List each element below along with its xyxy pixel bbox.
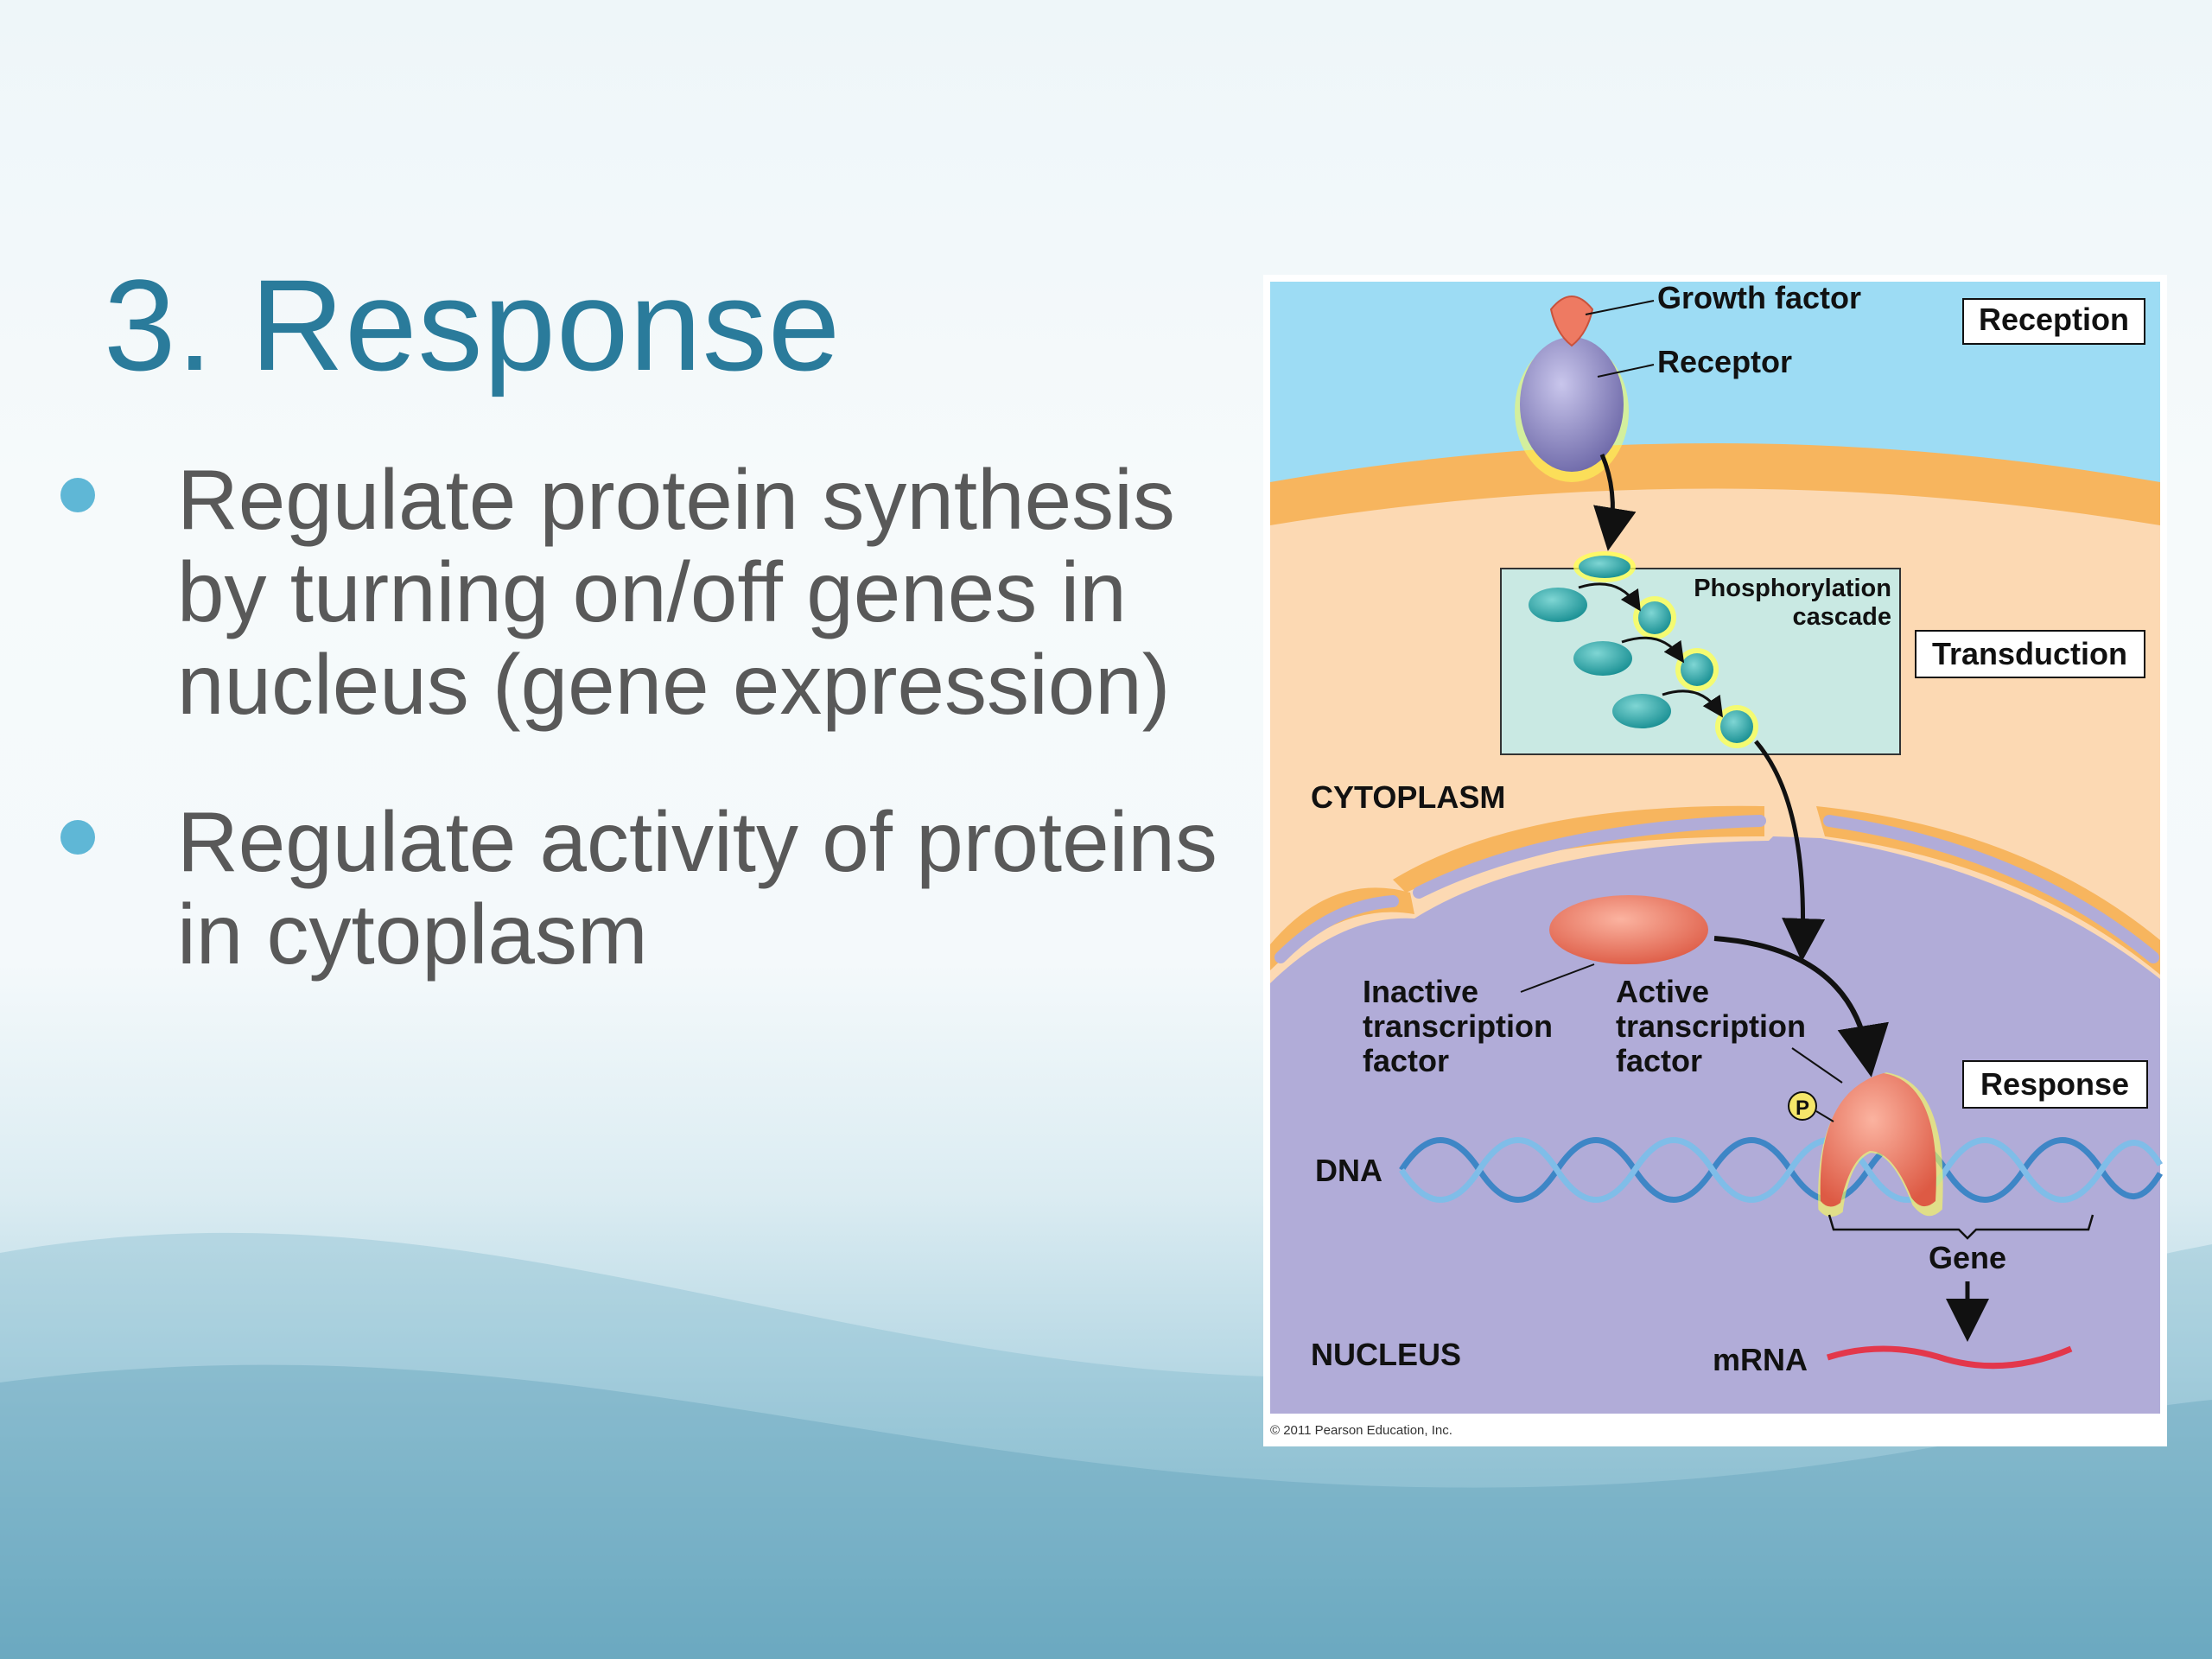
slide-title: 3. Response — [104, 251, 841, 400]
bullet-dot-icon — [60, 820, 95, 855]
kinase-inactive — [1612, 694, 1671, 728]
kinase-phosphorylated — [1681, 653, 1713, 686]
active-label-line2: transcription — [1616, 1008, 1806, 1044]
phosphorylation-label-line1: Phosphorylation — [1694, 575, 1891, 602]
mrna-label: mRNA — [1713, 1342, 1808, 1377]
receptor-label: Receptor — [1657, 344, 1792, 379]
kinase-inactive — [1529, 588, 1587, 622]
response-label: Response — [1980, 1066, 2129, 1102]
inactive-transcription-factor — [1549, 895, 1708, 964]
kinase-phosphorylated — [1720, 710, 1753, 743]
bullet-item: Regulate activity of proteins in cytopla… — [52, 796, 1262, 981]
phosphorylation-label-line2: cascade — [1793, 603, 1892, 631]
inactive-label-line1: Inactive — [1363, 974, 1478, 1009]
bullet-text: Regulate protein synthesis by turning on… — [177, 454, 1262, 731]
cytoplasm-label: CYTOPLASM — [1311, 779, 1505, 815]
kinase-active — [1579, 556, 1630, 578]
cell-signaling-figure: Growth factor Receptor Reception Transdu… — [1263, 275, 2167, 1446]
kinase-inactive — [1573, 641, 1632, 676]
transduction-label: Transduction — [1932, 636, 2127, 671]
cell-signaling-diagram: Growth factor Receptor Reception Transdu… — [1263, 275, 2167, 1446]
bullet-text: Regulate activity of proteins in cytopla… — [177, 796, 1262, 981]
dna-label: DNA — [1315, 1153, 1382, 1188]
inactive-label-line3: factor — [1363, 1043, 1449, 1078]
phosphate-label: P — [1796, 1096, 1809, 1120]
nucleus-label: NUCLEUS — [1311, 1337, 1461, 1372]
bullet-list: Regulate protein synthesis by turning on… — [52, 454, 1262, 1046]
bullet-dot-icon — [60, 478, 95, 512]
kinase-phosphorylated — [1638, 601, 1671, 634]
inactive-label-line2: transcription — [1363, 1008, 1553, 1044]
active-label-line3: factor — [1616, 1043, 1702, 1078]
growth-factor-label: Growth factor — [1657, 280, 1861, 315]
bullet-item: Regulate protein synthesis by turning on… — [52, 454, 1262, 731]
copyright-text: © 2011 Pearson Education, Inc. — [1270, 1423, 1452, 1438]
nucleus-region — [1270, 836, 2160, 1414]
gene-label: Gene — [1929, 1240, 2006, 1275]
receptor-protein — [1520, 337, 1624, 472]
reception-label: Reception — [1979, 302, 2129, 337]
active-label-line1: Active — [1616, 974, 1709, 1009]
